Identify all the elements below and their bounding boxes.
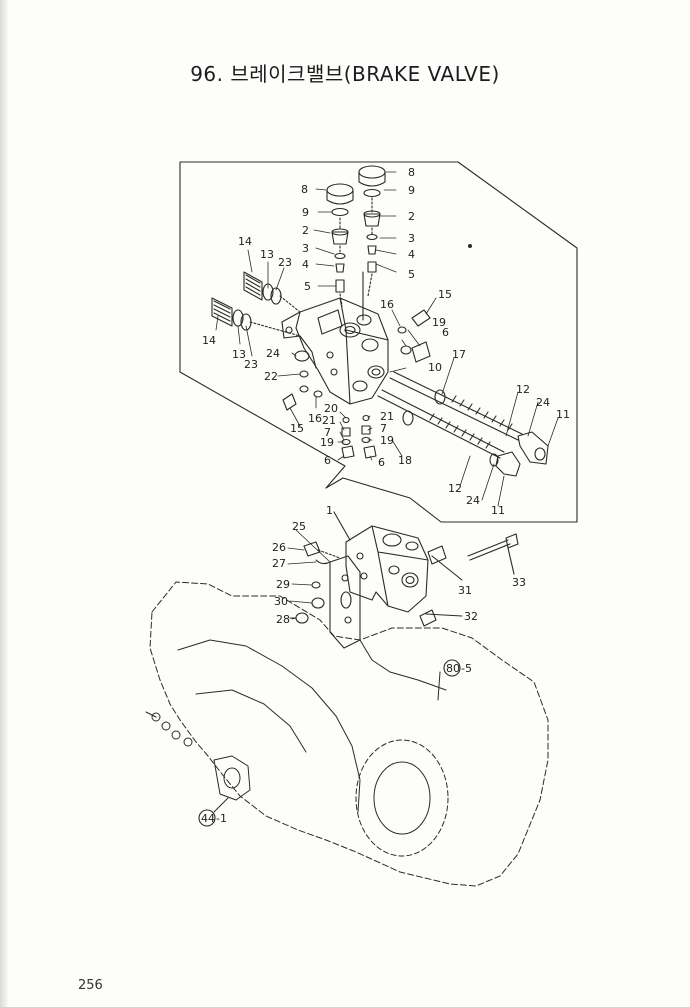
- callout-15b: 15: [438, 288, 452, 301]
- callout-7b: 7: [380, 422, 387, 435]
- callout-19c: 19: [432, 316, 446, 329]
- callout-12b: 12: [448, 482, 462, 495]
- section-ref-44-1: 44 -1: [198, 809, 227, 827]
- callout-labels: 8 9 2 3 4 5 8 9 2 3 4 5 14 13 23 14 13 2…: [202, 166, 570, 626]
- page-binding-shadow: [0, 0, 9, 1007]
- callout-6a: 6: [324, 454, 331, 467]
- callout-28: 28: [276, 613, 290, 626]
- callout-30: 30: [274, 595, 288, 608]
- callout-9b: 9: [408, 184, 415, 197]
- callout-19b: 19: [380, 434, 394, 447]
- callout-leaders: [215, 171, 559, 620]
- callout-8a: 8: [301, 183, 308, 196]
- callout-6c: 6: [442, 326, 449, 339]
- callout-15a: 15: [290, 422, 304, 435]
- callout-33: 33: [512, 576, 526, 589]
- callout-19a: 19: [320, 436, 334, 449]
- caps-and-plugs: [326, 165, 386, 321]
- callout-3a: 3: [302, 242, 309, 255]
- callout-14b: 14: [202, 334, 216, 347]
- callout-17: 17: [452, 348, 466, 361]
- callout-23a: 23: [278, 256, 292, 269]
- callout-26: 26: [272, 541, 286, 554]
- callout-12a: 12: [516, 383, 530, 396]
- callout-25: 25: [292, 520, 306, 533]
- transmission-housing: [145, 581, 549, 887]
- callout-5a: 5: [304, 280, 311, 293]
- callout-1: 1: [326, 504, 333, 517]
- callout-10: 10: [428, 361, 442, 374]
- left-spring-assemblies: [211, 271, 301, 337]
- valve-body-detail: [281, 297, 389, 405]
- callout-23b: 23: [244, 358, 258, 371]
- callout-4b: 4: [408, 248, 415, 261]
- callout-9a: 9: [302, 206, 309, 219]
- ref-44-suffix: -1: [216, 812, 227, 825]
- callout-2b: 2: [408, 210, 415, 223]
- callout-3b: 3: [408, 232, 415, 245]
- page-title: 96. 브레이크밸브(BRAKE VALVE): [190, 62, 500, 86]
- section-ref-80-5: 80 -5: [443, 659, 472, 677]
- callout-13a: 13: [260, 248, 274, 261]
- callout-14a: 14: [238, 235, 252, 248]
- detail-frame: [179, 161, 578, 523]
- callout-32: 32: [464, 610, 478, 623]
- speckle: [468, 244, 472, 248]
- callout-13b: 13: [232, 348, 246, 361]
- callout-21a: 21: [322, 414, 336, 427]
- callout-8b: 8: [408, 166, 415, 179]
- callout-24a: 24: [266, 347, 280, 360]
- callout-2a: 2: [302, 224, 309, 237]
- callout-31: 31: [458, 584, 472, 597]
- callout-5b: 5: [408, 268, 415, 281]
- callout-29: 29: [276, 578, 290, 591]
- ref-44-number: 44: [201, 812, 215, 825]
- callout-21b: 21: [380, 410, 394, 423]
- callout-20: 20: [324, 402, 338, 415]
- callout-16a: 16: [308, 412, 322, 425]
- ref-80-suffix: -5: [461, 662, 472, 675]
- callout-11b: 11: [491, 504, 505, 517]
- ref-80-number: 80: [446, 662, 460, 675]
- callout-7a: 7: [324, 426, 331, 439]
- valve-installed: [289, 511, 519, 649]
- callout-24c: 24: [466, 494, 480, 507]
- callout-24b: 24: [536, 396, 550, 409]
- callout-22: 22: [264, 370, 278, 383]
- callout-16b: 16: [380, 298, 394, 311]
- page-number: 256: [78, 978, 103, 993]
- callout-27: 27: [272, 557, 286, 570]
- callout-4a: 4: [302, 258, 309, 271]
- rod-assemblies: [377, 371, 549, 477]
- callout-11a: 11: [556, 408, 570, 421]
- callout-6b: 6: [378, 456, 385, 469]
- callout-18: 18: [398, 454, 412, 467]
